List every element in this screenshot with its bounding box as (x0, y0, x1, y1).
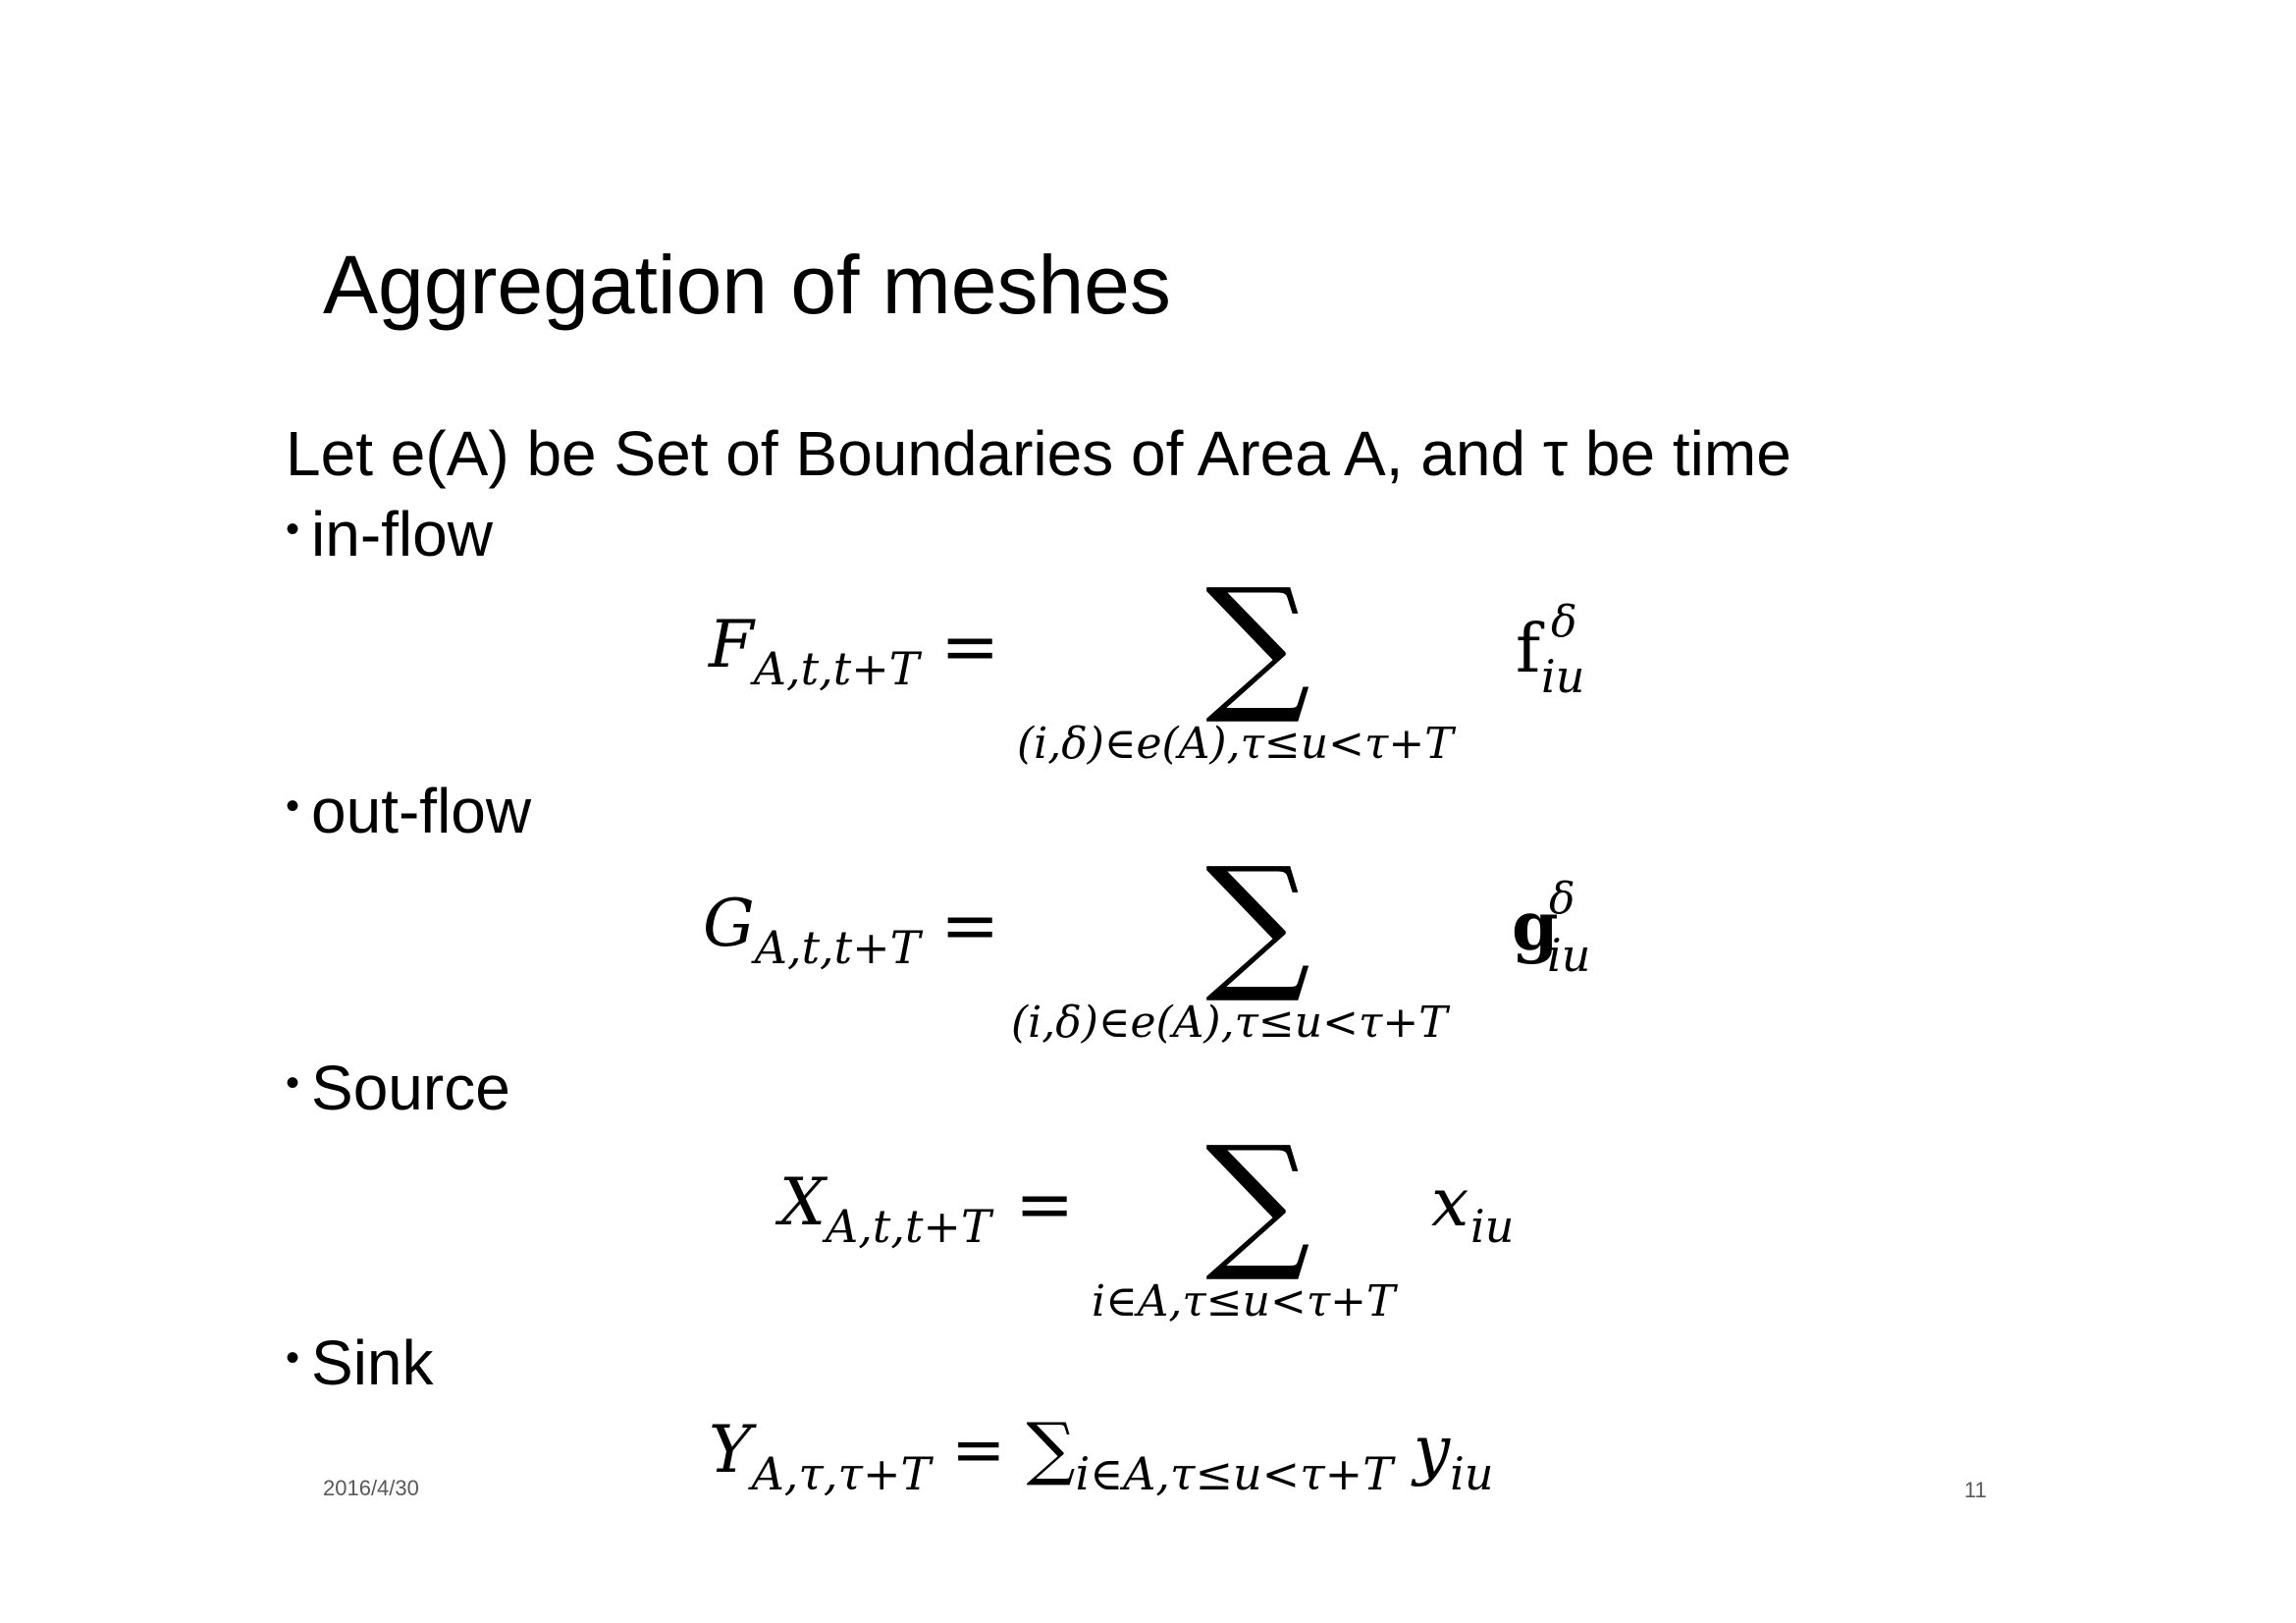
intro-text: Let e(A) be Set of Boundaries of Area A,… (286, 418, 1791, 489)
eq-equals: = (1015, 1163, 1075, 1245)
bullet-label: out-flow (311, 776, 532, 846)
summand-base: y (1413, 1412, 1451, 1488)
bullet-dot: • (286, 1336, 300, 1380)
bullet-dot: • (286, 508, 300, 551)
summand: f δ iu (1516, 597, 1585, 703)
bullet-sink: •Sink (286, 1331, 434, 1394)
bullet-label: Source (311, 1053, 510, 1123)
summand-sub: iu (1450, 1447, 1494, 1500)
bullet-label: in-flow (311, 499, 493, 569)
eq-equals: = (940, 605, 1000, 687)
eq-lhs-sub: A,τ,τ+T (751, 1447, 932, 1500)
eq-lhs: XA,t,t+T (779, 1164, 991, 1253)
summation-symbol: ∑ (1205, 1115, 1311, 1286)
summation-limits: i∈A,τ≤u<τ+T (1075, 1447, 1393, 1500)
summation-symbol: ∑ (1205, 558, 1311, 729)
footer-date: 2016/4/30 (323, 1476, 419, 1500)
equation-sink: YA,τ,τ+T = ∑i∈A,τ≤u<τ+T yiu (709, 1414, 1494, 1496)
bullet-dot: • (286, 1061, 300, 1105)
eq-lhs: FA,t,t+T (709, 607, 920, 695)
bullet-source: •Source (286, 1056, 510, 1119)
bullet-outflow: •out-flow (286, 780, 531, 842)
eq-lhs-var: Y (709, 1412, 752, 1488)
summand: g δ iu (1512, 874, 1591, 982)
summand: x iu (1431, 1164, 1515, 1253)
summation-limits: (i,δ)∈e(A),τ≤u<τ+T (1017, 719, 1454, 769)
summation-symbol: ∑ (1205, 837, 1311, 1007)
summation-symbol: ∑ (1026, 1408, 1076, 1488)
eq-equals: = (940, 884, 1000, 966)
summation-limits: (i,δ)∈e(A),τ≤u<τ+T (1011, 998, 1448, 1048)
slide-title: Aggregation of meshes (323, 239, 1171, 331)
summation-limits: i∈A,τ≤u<τ+T (1092, 1276, 1396, 1326)
bullet-dot: • (286, 784, 300, 828)
bullet-label: Sink (311, 1327, 434, 1398)
bullet-inflow: •in-flow (286, 503, 493, 566)
eq-equals: = (951, 1412, 1006, 1488)
footer-page-number: 11 (1964, 1478, 1987, 1502)
eq-lhs: GA,t,t+T (703, 886, 921, 974)
